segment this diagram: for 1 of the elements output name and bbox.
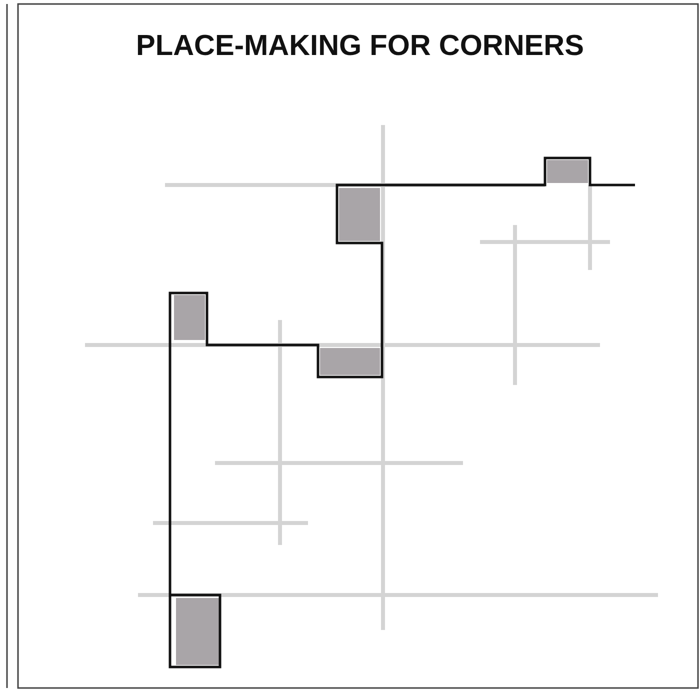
heading: PLACE-MAKING FOR CORNERS — [135, 30, 585, 63]
